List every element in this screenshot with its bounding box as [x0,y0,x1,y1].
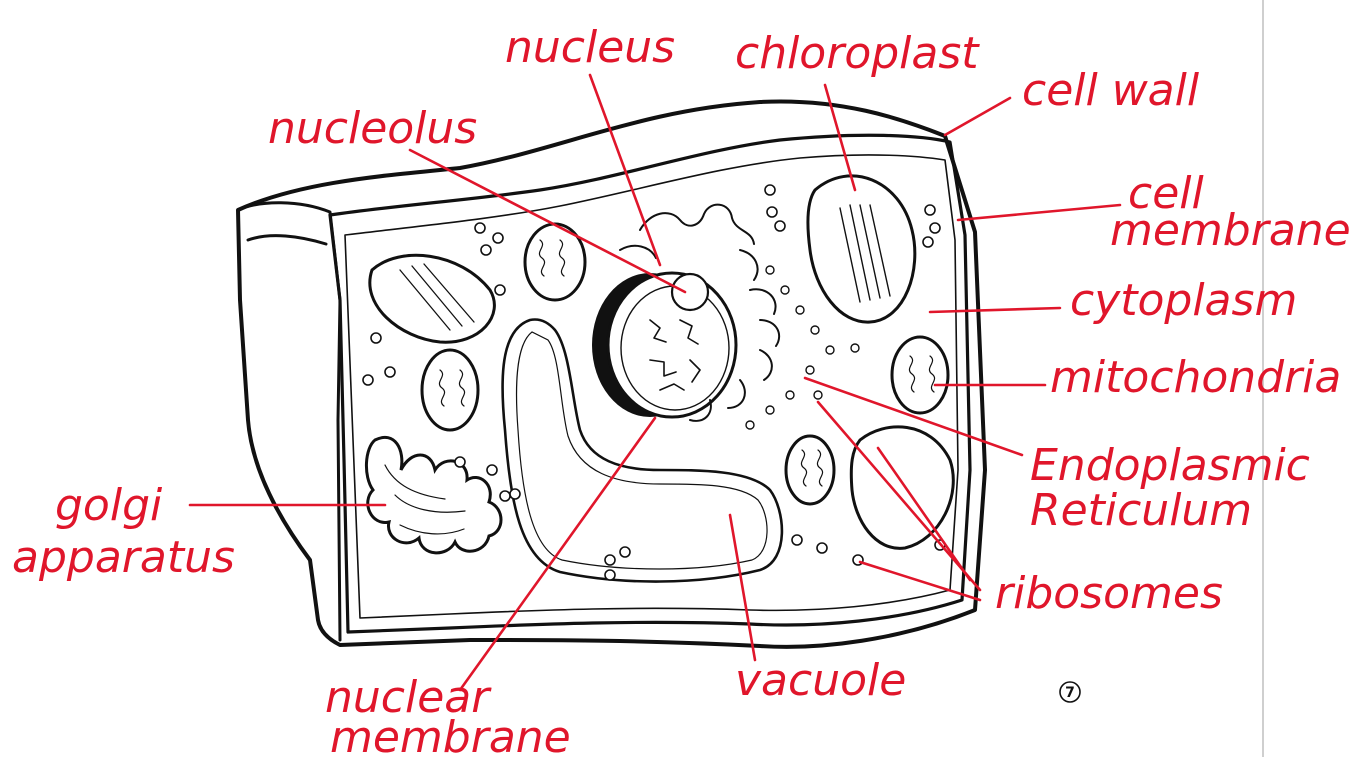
cell-side-face [238,203,340,640]
mitochondrion-4 [786,436,834,504]
label-ribosomes: ribosomes [995,568,1223,619]
label-er-line1: Endoplasmic [1030,440,1310,491]
leader-cell-membrane [958,205,1120,220]
label-cell-membrane-line2: membrane [1110,205,1351,256]
chloroplast-left-1 [370,255,495,342]
label-er-line2: Reticulum [1030,485,1252,536]
label-golgi-line1: golgi [55,480,163,531]
label-nuclear-membrane-line2: membrane [330,712,571,757]
label-nucleolus: nucleolus [268,103,477,154]
chloroplast-left-2 [851,427,953,548]
label-cytoplasm: cytoplasm [1070,275,1297,326]
label-vacuole: vacuole [735,655,906,706]
chloroplast-shape [808,176,915,322]
nucleolus-shape [672,274,708,310]
page-number: 7 [1065,685,1075,701]
leader-vacuole [730,515,755,660]
label-nucleus: nucleus [505,22,675,73]
leader-cell-wall [945,98,1010,135]
leader-cytoplasm [930,308,1060,312]
leader-nucleus [590,75,660,265]
label-cell-wall: cell wall [1022,65,1200,116]
label-mitochondria: mitochondria [1050,352,1341,403]
mitochondrion-3 [892,337,948,413]
golgi-shape [366,437,501,553]
label-golgi-line2: apparatus [12,532,235,583]
label-chloroplast: chloroplast [735,28,980,79]
mitochondrion-2 [422,350,478,430]
